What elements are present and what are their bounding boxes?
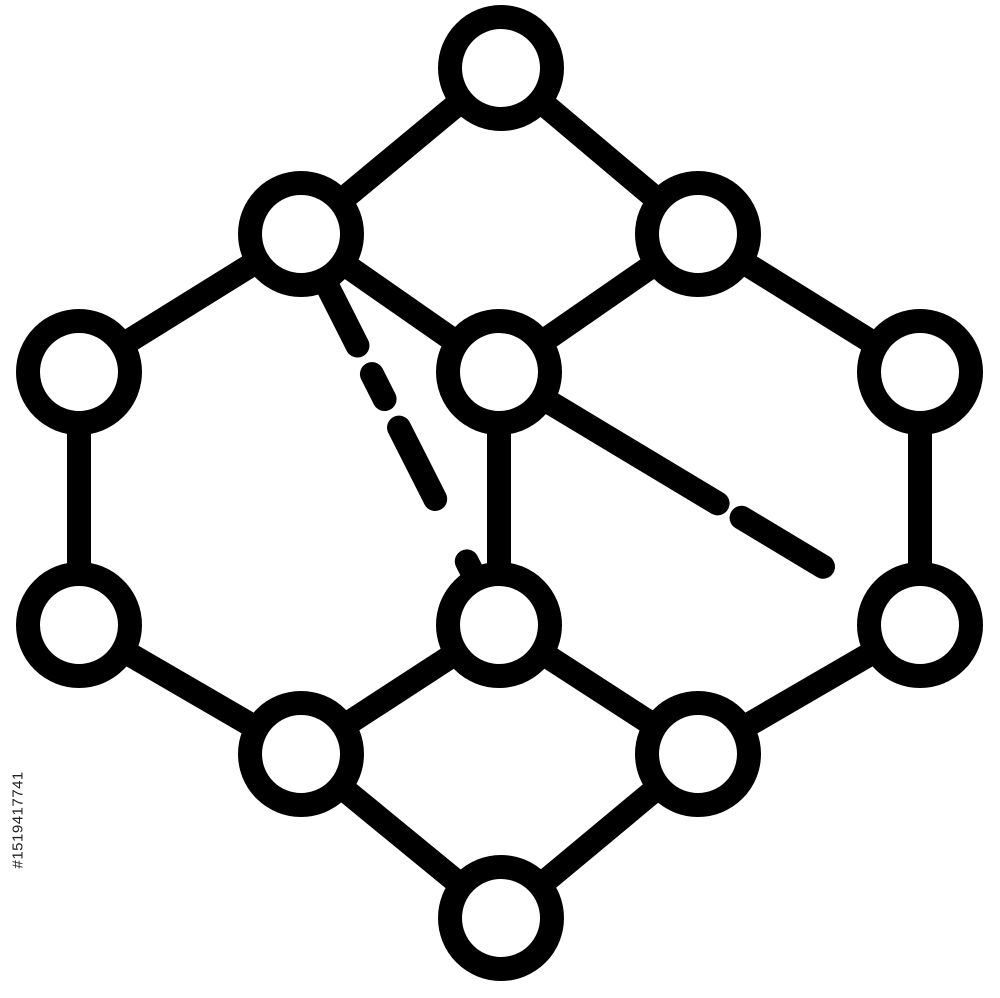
- node-lower-right: [635, 691, 761, 817]
- node-right-top: [857, 309, 983, 435]
- edge-top-to-upper-right: [531, 91, 668, 211]
- node-center-bottom: [436, 562, 562, 688]
- edge-top-to-upper-left: [331, 91, 471, 211]
- node-upper-right: [635, 171, 761, 297]
- edge-center-bottom-to-lower-left: [335, 643, 465, 736]
- node-left-top: [16, 309, 142, 435]
- network-nodes: [16, 5, 983, 981]
- dashed-edge-upper-left-to-center-bottom: [313, 271, 487, 588]
- node-upper-left: [238, 171, 364, 297]
- node-lower-left: [238, 691, 364, 817]
- edge-upper-left-to-center-top: [334, 253, 466, 353]
- edge-lower-left-to-bottom: [331, 776, 471, 896]
- node-center-top: [436, 309, 562, 435]
- edge-left-bottom-to-lower-left: [114, 640, 266, 739]
- node-bottom: [438, 855, 564, 981]
- edge-upper-left-to-left-top: [113, 251, 267, 355]
- node-right-bottom: [857, 562, 983, 688]
- node-top: [438, 5, 564, 131]
- edge-upper-right-to-right-top: [732, 251, 886, 355]
- dashed-edge-center-top-to-right-bottom: [534, 388, 885, 609]
- edge-right-bottom-to-lower-right: [733, 640, 885, 739]
- edge-lower-right-to-bottom: [531, 777, 668, 895]
- stock-image-id: #1519417741: [9, 771, 27, 869]
- edge-upper-right-to-center-top: [532, 253, 665, 353]
- edge-center-bottom-to-lower-right: [533, 642, 664, 737]
- node-left-bottom: [16, 562, 142, 688]
- network-edges: [67, 91, 932, 896]
